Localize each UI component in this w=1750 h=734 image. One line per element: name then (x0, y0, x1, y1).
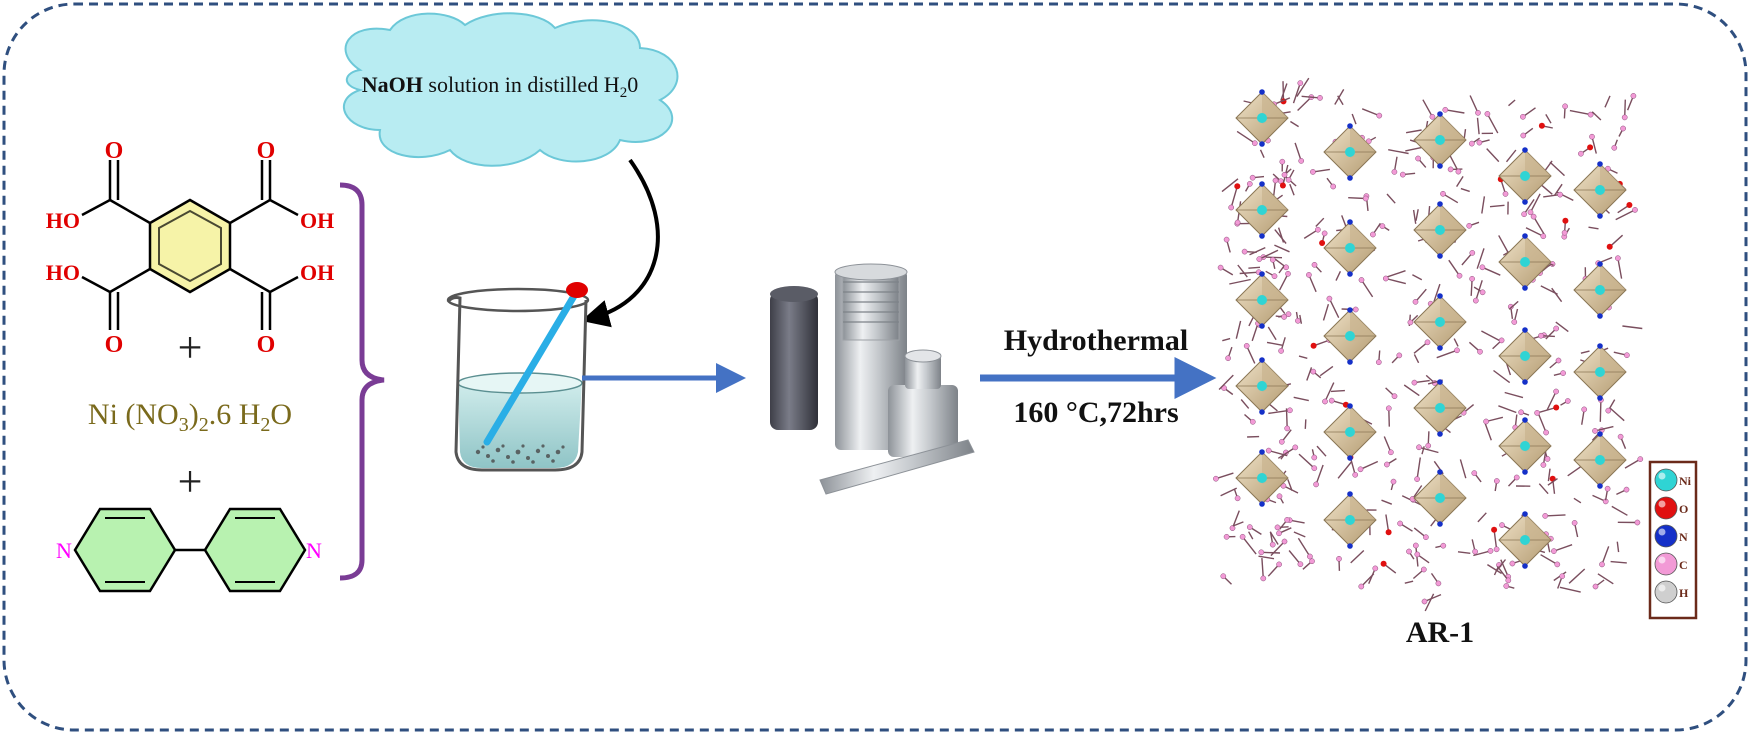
beaker-icon (446, 282, 590, 472)
wrench-bar (819, 439, 975, 495)
ni-octahedron (1235, 271, 1289, 329)
ni-octahedron (1573, 431, 1627, 489)
curved-addition-arrow (581, 158, 660, 328)
legend-item: H (1654, 580, 1689, 604)
legend-symbol: C (1679, 558, 1688, 572)
ni-octahedron (1573, 261, 1627, 319)
ni-octahedron (1498, 233, 1552, 291)
ni-octahedron (1235, 89, 1289, 147)
ni-octahedron (1323, 123, 1377, 181)
ni-octahedron (1413, 469, 1467, 527)
teflon-liner (770, 292, 818, 430)
hydroxyl-label: HO (46, 260, 80, 285)
ni-octahedron (1413, 379, 1467, 437)
nickel-octahedra (1235, 89, 1627, 569)
oxygen-label: O (257, 332, 276, 358)
ni-octahedron (1235, 181, 1289, 239)
hydrothermal-label: Hydrothermal (1004, 324, 1188, 357)
ni-octahedron (1235, 357, 1289, 415)
legend-swatch (1654, 468, 1678, 492)
oxygen-label: O (257, 138, 276, 164)
pyridine-ring (73, 507, 177, 593)
ni-octahedron (1323, 491, 1377, 549)
nitrogen-label: N (306, 538, 322, 563)
legend-swatch (1654, 580, 1678, 604)
ni-octahedron (1413, 201, 1467, 259)
naoh-cloud: NaOH solution in distilled H20 (342, 12, 679, 167)
oxygen-label: O (105, 332, 124, 358)
bipyridine-structure: N N (56, 507, 322, 593)
legend-symbol: O (1679, 502, 1688, 516)
ni-octahedron (1498, 327, 1552, 385)
legend-swatch (1654, 552, 1678, 576)
ni-octahedron (1498, 147, 1552, 205)
ni-octahedron (1498, 511, 1552, 569)
vessel-cap (888, 385, 958, 457)
legend-item: N (1654, 524, 1688, 548)
ni-octahedron (1323, 307, 1377, 365)
hydroxyl-label: HO (46, 208, 80, 233)
precipitate-particles (475, 444, 565, 464)
product-label: AR-1 (1406, 616, 1474, 649)
nickel-nitrate-formula: Ni (NO3)2.6 H2O (88, 398, 292, 436)
ni-octahedron (1235, 449, 1289, 507)
pyromellitic-acid-structure: O O O O HO OH HO OH (46, 138, 334, 358)
autoclave-icon (770, 263, 975, 495)
ni-octahedron (1323, 403, 1377, 461)
legend-item: Ni (1654, 468, 1692, 492)
legend-symbol: N (1679, 530, 1688, 544)
legend-item: O (1654, 496, 1688, 520)
plus-sign: + (178, 323, 203, 372)
nitrogen-label: N (56, 538, 72, 563)
legend-symbol: H (1679, 586, 1689, 600)
framework-bonds (1213, 77, 1644, 612)
ni-octahedron (1323, 219, 1377, 277)
oxygen-label: O (105, 138, 124, 164)
crystal-structure (1213, 77, 1644, 612)
hydroxyl-label: OH (300, 208, 334, 233)
rod-tip (566, 282, 588, 298)
ni-octahedron (1413, 293, 1467, 351)
ni-octahedron (1413, 111, 1467, 169)
pyridine-ring (203, 507, 307, 593)
reactant-bracket (339, 182, 385, 581)
legend-swatch (1654, 496, 1678, 520)
legend-symbol: Ni (1679, 474, 1692, 488)
conditions-label: 160 °C,72hrs (1013, 396, 1178, 429)
legend-swatch (1654, 524, 1678, 548)
naoh-solution-label: NaOH solution in distilled H20 (362, 72, 638, 101)
legend-item: C (1654, 552, 1688, 576)
ni-octahedron (1498, 417, 1552, 475)
hydroxyl-label: OH (300, 260, 334, 285)
plus-sign: + (178, 457, 203, 506)
stirring-rod (483, 292, 578, 446)
ni-octahedron (1573, 343, 1627, 401)
benzene-ring (148, 198, 232, 294)
ni-octahedron (1573, 161, 1627, 219)
